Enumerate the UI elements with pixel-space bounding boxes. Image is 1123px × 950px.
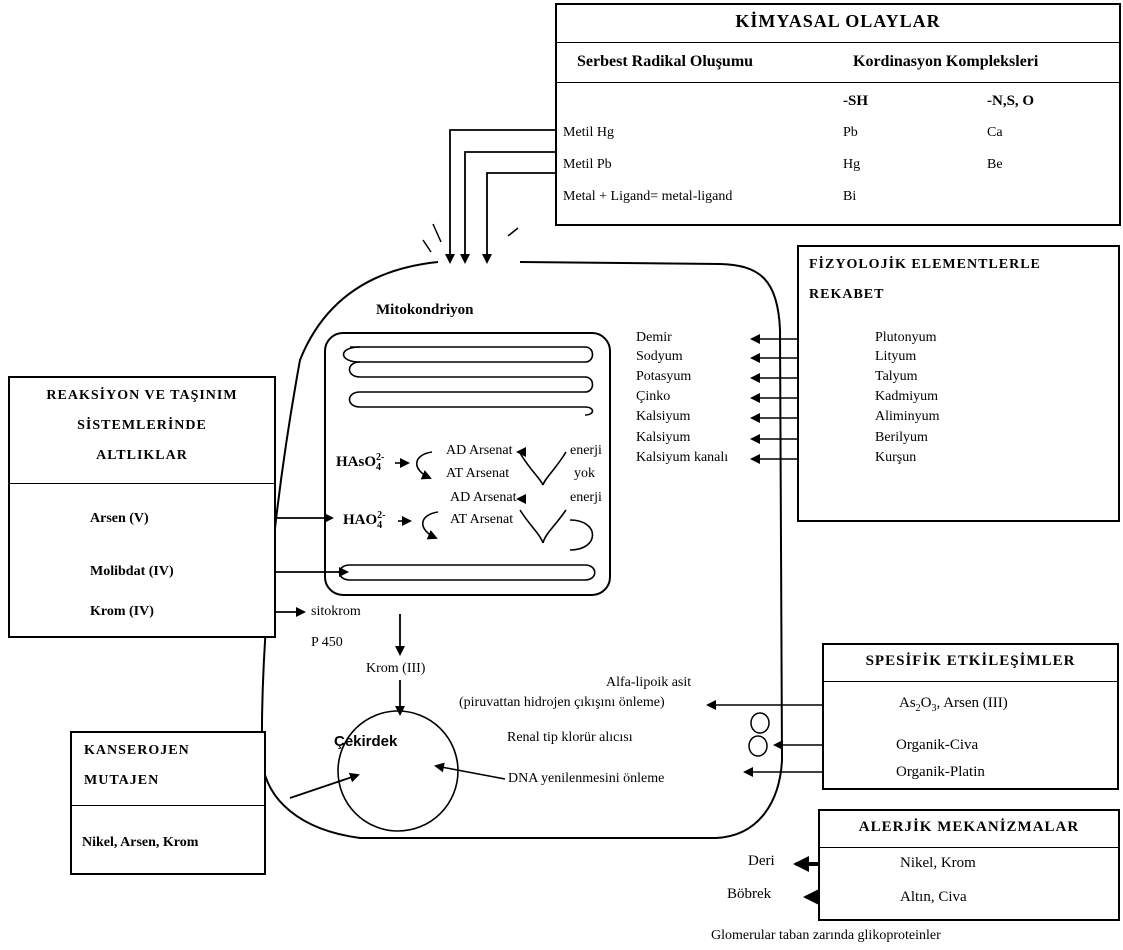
reaction-item-molibdat: Molibdat (IV) <box>90 564 174 579</box>
mitochondrion-outline <box>324 332 611 596</box>
krom-iii-label: Krom (III) <box>366 661 426 676</box>
row2-col1: Metil Pb <box>563 157 612 172</box>
physio-title-line1: FİZYOLOJİK ELEMENTLERLE <box>809 257 1041 272</box>
hasoa-sup: 2- <box>376 452 385 463</box>
reaction-item-arsen: Arsen (V) <box>90 511 149 526</box>
row2-col2: Hg <box>843 157 861 172</box>
allergic-target-kidney: Böbrek <box>727 886 772 902</box>
at-arsenat-2: AT Arsenat <box>450 512 514 527</box>
row2-col3: Be <box>987 157 1003 172</box>
hasoa-text: HAsO <box>336 454 377 470</box>
allergic-target-skin: Deri <box>748 853 775 869</box>
specific-interactions-box: SPESİFİK ETKİLEŞİMLER As2O3, Arsen (III)… <box>822 643 1119 790</box>
as-sub1: 2 <box>915 703 921 714</box>
allergic-footnote: Glomerular taban zarında glikoproteinler <box>711 928 941 943</box>
physio-target-3: Çinko <box>636 389 671 404</box>
energy-1: enerji <box>570 443 602 458</box>
physio-target-0: Demir <box>636 330 672 345</box>
nucleus-label: Çekirdek <box>334 733 398 750</box>
as-text: As <box>899 695 916 711</box>
specific-item-arsen: As2O3, Arsen (III) <box>899 695 1008 714</box>
row1-col2: Pb <box>843 125 858 140</box>
haob-formula: HAO42- <box>343 510 386 531</box>
membrane-burst-marks <box>422 223 519 253</box>
row3-col2: Bi <box>843 189 857 204</box>
sh-group-label: -SH <box>843 93 869 109</box>
physio-target-5: Kalsiyum <box>636 430 691 445</box>
specific-item-civa: Organik-Civa <box>896 737 979 753</box>
cytochrome-p450-label: P 450 <box>311 635 343 650</box>
row1-col1: Metil Hg <box>563 125 614 140</box>
physio-source-4: Aliminyum <box>875 409 940 424</box>
reaction-title-line1: REAKSİYON VE TAŞINIM <box>46 388 238 403</box>
reaction-item-krom: Krom (IV) <box>90 604 154 619</box>
free-radical-header: Serbest Radikal Oluşumu <box>577 53 754 70</box>
physio-source-0: Plutonyum <box>875 330 937 345</box>
physiological-competition-box: FİZYOLOJİK ELEMENTLERLE REKABET <box>797 245 1120 522</box>
hasoa-formula: HAsO42- <box>336 452 384 473</box>
haob-sub: 4 <box>377 520 383 531</box>
physio-target-2: Potasyum <box>636 369 692 384</box>
allergic-source-2: Altın, Civa <box>900 889 967 905</box>
arsen-iii-text: , Arsen (III) <box>936 695 1008 711</box>
ad-arsenat-1: AD Arsenat <box>446 443 513 458</box>
physio-source-2: Talyum <box>875 369 918 384</box>
allergic-mechanisms-box: ALERJİK MEKANİZMALAR Nikel, Krom Altın, … <box>818 809 1120 921</box>
allergic-source-1: Nikel, Krom <box>900 855 976 871</box>
dna-repair-label: DNA yenilenmesini önleme <box>508 771 665 786</box>
physio-source-6: Kurşun <box>875 450 917 465</box>
carcinogen-items: Nikel, Arsen, Krom <box>82 835 199 850</box>
at-arsenat-1: AT Arsenat <box>446 466 510 481</box>
reaction-title-line2: SİSTEMLERİNDE <box>77 418 207 433</box>
renal-receptor-label: Renal tip klorür alıcısı <box>507 730 633 745</box>
row1-col3: Ca <box>987 125 1003 140</box>
cell-membrane <box>260 261 784 839</box>
reaction-transport-box: REAKSİYON VE TAŞINIM SİSTEMLERİNDE ALTLI… <box>8 376 276 638</box>
physio-target-4: Kalsiyum <box>636 409 691 424</box>
physio-target-1: Sodyum <box>636 349 683 364</box>
haob-text: HAO <box>343 512 378 528</box>
hasoa-sub: 4 <box>376 462 382 473</box>
carcinogen-title-line2: MUTAJEN <box>84 773 160 788</box>
mitochondria-label: Mitokondriyon <box>376 302 474 318</box>
alfa-lipoik-desc: (piruvattan hidrojen çıkışını önleme) <box>459 695 665 710</box>
row3-col1: Metal + Ligand= metal-ligand <box>563 189 733 204</box>
reaction-title-line3: ALTLIKLAR <box>96 448 188 463</box>
coordination-complex-header: Kordinasyon Kompleksleri <box>853 53 1039 70</box>
carcinogen-box: KANSEROJEN MUTAJEN Nikel, Arsen, Krom <box>70 731 266 875</box>
energy-none: yok <box>574 466 595 481</box>
energy-2: enerji <box>570 490 602 505</box>
membrane-channel-bottom <box>748 735 768 757</box>
physio-target-6: Kalsiyum kanalı <box>636 450 729 465</box>
specific-title: SPESİFİK ETKİLEŞİMLER <box>865 653 1076 669</box>
physio-source-3: Kadmiyum <box>875 389 938 404</box>
carcinogen-title-line1: KANSEROJEN <box>84 743 190 758</box>
chemical-events-box: KİMYASAL OLAYLAR Serbest Radikal Oluşumu… <box>555 3 1121 226</box>
physio-source-5: Berilyum <box>875 430 928 445</box>
nso-group-label: -N,S, O <box>987 93 1035 109</box>
chemical-events-title: KİMYASAL OLAYLAR <box>735 11 941 31</box>
physio-source-1: Lityum <box>875 349 917 364</box>
allergic-title: ALERJİK MEKANİZMALAR <box>858 819 1080 835</box>
physio-title-line2: REKABET <box>809 287 885 302</box>
haob-sup: 2- <box>377 510 386 521</box>
specific-item-platin: Organik-Platin <box>896 764 985 780</box>
as-sub2: 3 <box>931 703 937 714</box>
o-text: O <box>920 695 932 711</box>
chemical-entry-arrows <box>445 129 555 264</box>
nucleus-circle <box>337 710 459 832</box>
ad-arsenat-2: AD Arsenat <box>450 490 517 505</box>
alfa-lipoik-label: Alfa-lipoik asit <box>606 675 692 690</box>
cytochrome-label: sitokrom <box>311 604 361 619</box>
membrane-channel-top <box>750 712 770 734</box>
